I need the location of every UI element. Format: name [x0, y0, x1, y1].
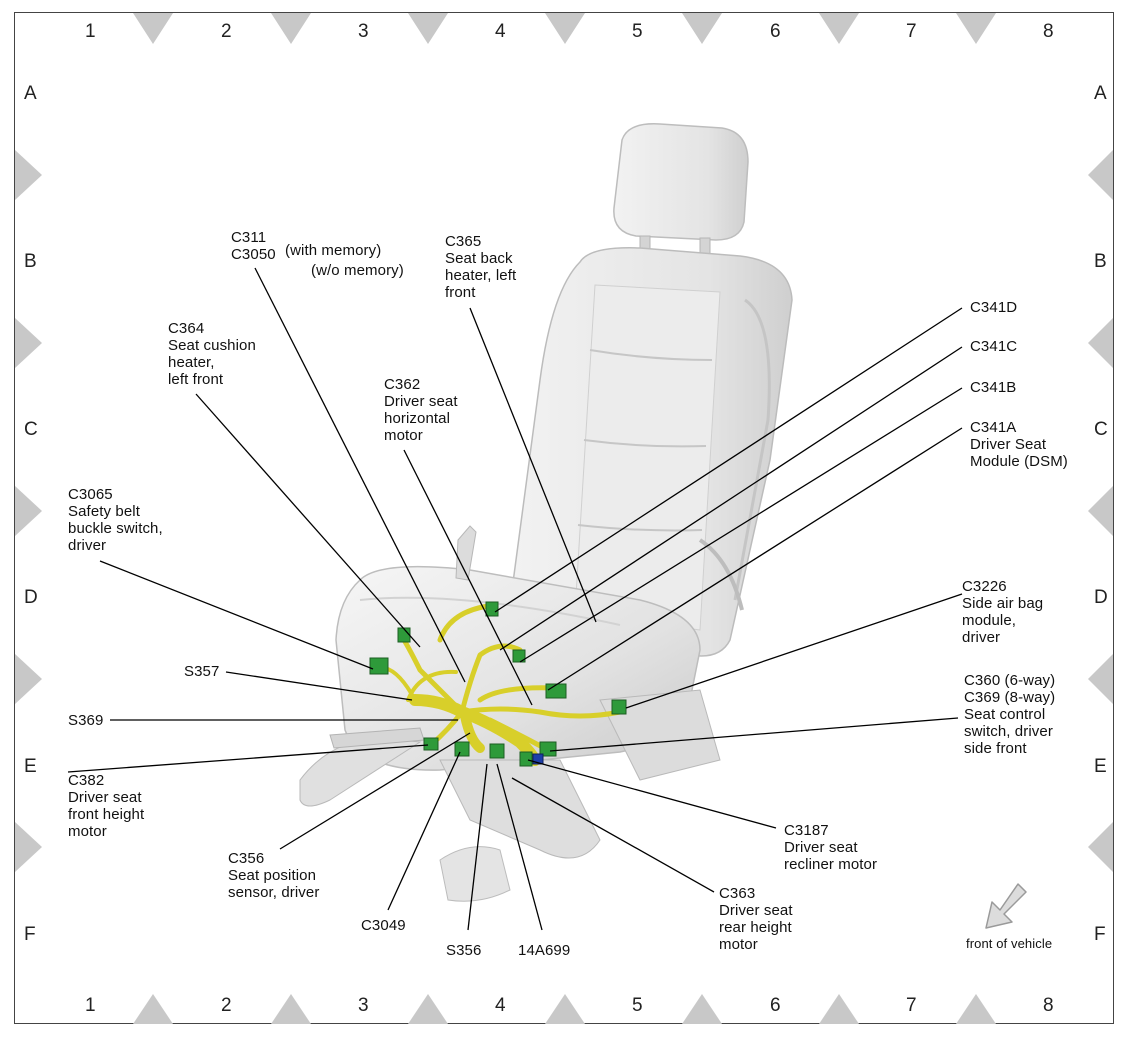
- grid-col-top-3: 3: [358, 21, 369, 42]
- leader-c365: [469, 307, 597, 623]
- label-with-memory: (with memory): [285, 242, 382, 259]
- leader-c382: [67, 744, 429, 773]
- grid-col-bottom-5: 5: [632, 995, 643, 1016]
- leader-c3187: [527, 759, 777, 829]
- leader-c3049: [387, 751, 461, 911]
- leader-c3065: [99, 560, 374, 670]
- label-c382: C382 Driver seat front height motor: [68, 772, 145, 840]
- label-c3065: C3065 Safety belt buckle switch, driver: [68, 486, 163, 554]
- label-c341a: C341A Driver Seat Module (DSM): [970, 419, 1068, 470]
- leader-c341c: [499, 346, 963, 651]
- label-c364: C364 Seat cushion heater, left front: [168, 320, 256, 388]
- grid-col-bottom-1: 1: [85, 995, 96, 1016]
- grid-col-top-2: 2: [221, 21, 232, 42]
- grid-col-top-7: 7: [906, 21, 917, 42]
- label-s369: S369: [68, 712, 104, 729]
- label-c3049: C3049: [361, 917, 406, 934]
- grid-col-bottom-2: 2: [221, 995, 232, 1016]
- label-wo-memory: (w/o memory): [311, 262, 404, 279]
- leader-s356: [467, 763, 488, 931]
- label-s357: S357: [184, 663, 220, 680]
- grid-col-top-5: 5: [632, 21, 643, 42]
- grid-col-bottom-6: 6: [770, 995, 781, 1016]
- label-14a699: 14A699: [518, 942, 571, 959]
- leader-c360: [549, 717, 959, 752]
- grid-row-right-f: F: [1094, 924, 1106, 945]
- grid-row-left-f: F: [24, 924, 36, 945]
- grid-col-top-4: 4: [495, 21, 506, 42]
- grid-col-top-8: 8: [1043, 21, 1054, 42]
- leader-c341d: [494, 307, 963, 613]
- label-c362: C362 Driver seat horizontal motor: [384, 376, 458, 444]
- harness-trunk: [409, 694, 541, 766]
- label-c360-c369: C360 (6-way) C369 (8-way) Seat control s…: [964, 672, 1056, 757]
- label-c341c: C341C: [970, 338, 1018, 355]
- grid-row-right-e: E: [1094, 756, 1107, 777]
- grid-col-bottom-8: 8: [1043, 995, 1054, 1016]
- label-c3226: C3226 Side air bag module, driver: [962, 578, 1044, 646]
- label-c341b: C341B: [970, 379, 1017, 396]
- grid-col-top-1: 1: [85, 21, 96, 42]
- grid-col-bottom-3: 3: [358, 995, 369, 1016]
- leader-c341b: [519, 387, 963, 663]
- label-c356: C356 Seat position sensor, driver: [228, 850, 320, 901]
- grid-row-right-a: A: [1094, 83, 1107, 104]
- leader-c364: [195, 393, 421, 648]
- grid-row-right-d: D: [1094, 587, 1108, 608]
- label-c3050: C3050: [231, 246, 276, 263]
- grid-col-bottom-7: 7: [906, 995, 917, 1016]
- headrest: [613, 123, 749, 241]
- grid-row-left-e: E: [24, 756, 37, 777]
- front-of-vehicle-label: front of vehicle: [966, 936, 1053, 951]
- grid-row-left-a: A: [24, 83, 37, 104]
- grid-col-top-6: 6: [770, 21, 781, 42]
- connectors: [369, 601, 627, 767]
- leader-c356: [279, 732, 471, 850]
- grid-row-right-c: C: [1094, 419, 1108, 440]
- label-c365: C365 Seat back heater, left front: [445, 233, 517, 301]
- label-c341d: C341D: [970, 299, 1018, 316]
- leader-c363: [511, 777, 715, 893]
- grid-row-left-d: D: [24, 587, 38, 608]
- leader-s357: [225, 671, 413, 701]
- leader-c362: [403, 449, 533, 706]
- grid-row-left-b: B: [24, 251, 37, 272]
- grid-col-bottom-4: 4: [495, 995, 506, 1016]
- label-s356: S356: [446, 942, 482, 959]
- leader-c311: [254, 267, 466, 683]
- grid-row-left-c: C: [24, 419, 38, 440]
- leader-14a699: [496, 763, 543, 931]
- leader-c341a: [547, 427, 963, 691]
- grid-row-right-b: B: [1094, 251, 1107, 272]
- label-c363: C363 Driver seat rear height motor: [719, 885, 793, 953]
- leader-c3226: [625, 593, 963, 709]
- label-c3187: C3187 Driver seat recliner motor: [784, 822, 878, 873]
- label-c311: C311: [231, 229, 267, 246]
